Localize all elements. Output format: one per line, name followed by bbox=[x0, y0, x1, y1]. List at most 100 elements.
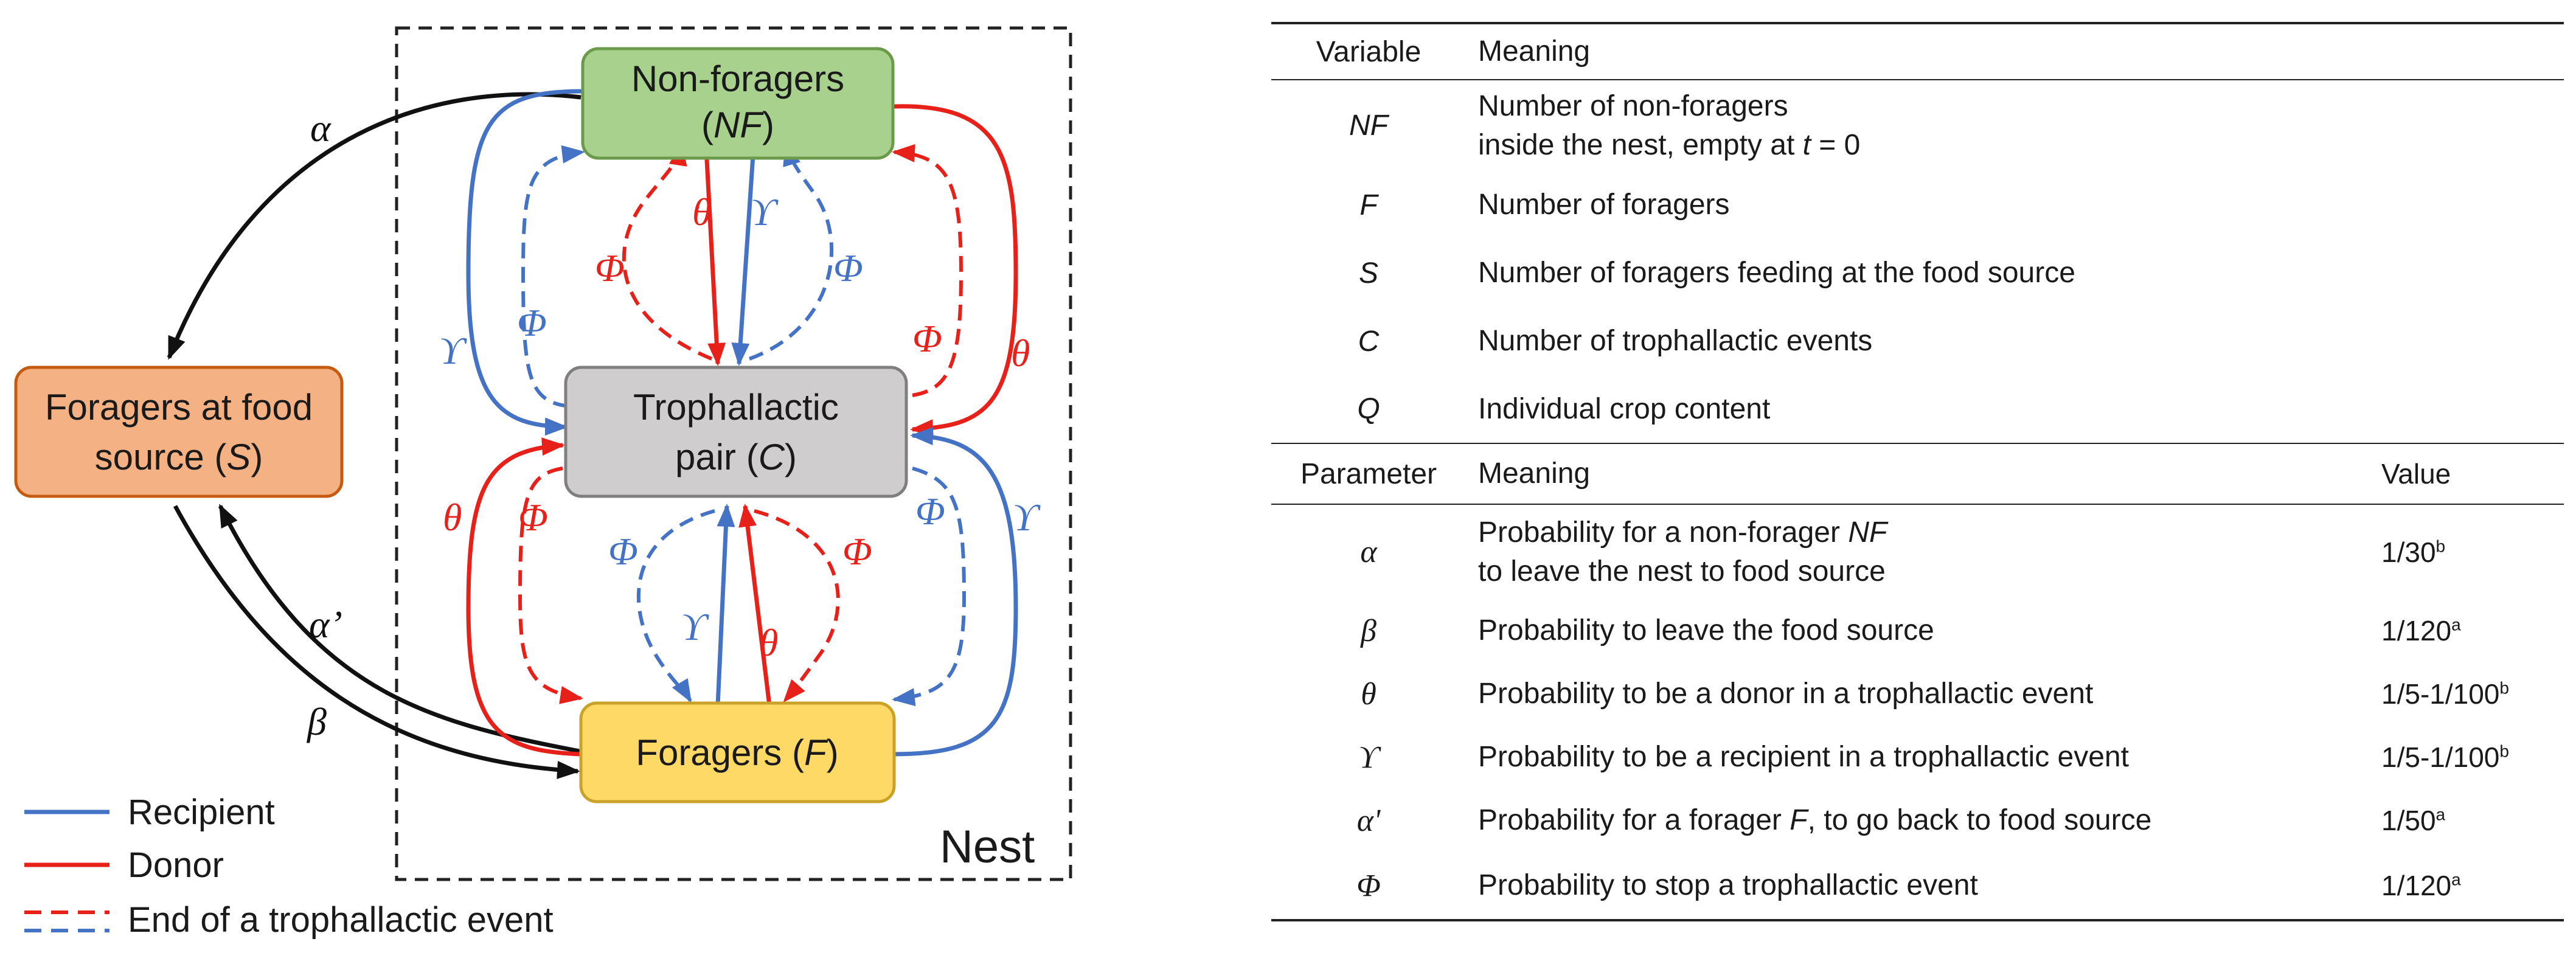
parameter-symbol: ϒ bbox=[1358, 740, 1379, 775]
table-row: α Probability for a non-forager NF to le… bbox=[1271, 504, 2564, 599]
table-row: ϒ Probability to be a recipient in a tro… bbox=[1271, 726, 2564, 789]
legend-label-recipient: Recipient bbox=[128, 792, 275, 832]
table-row: θ Probability to be a donor in a trophal… bbox=[1271, 662, 2564, 726]
variables-table: Variable Meaning NF Number of non-forage… bbox=[1271, 22, 2564, 921]
arrow-beta bbox=[173, 505, 580, 779]
parameters-header-parameter: Parameter bbox=[1300, 457, 1437, 490]
variable-symbol: S bbox=[1358, 257, 1378, 290]
arrow-alpha-prime bbox=[218, 504, 589, 755]
parameter-meaning: Probability to be a recipient in a troph… bbox=[1478, 741, 2129, 773]
legend-label-donor: Donor bbox=[128, 845, 224, 885]
node-trophallactic-pair: Trophallactic pair (C) bbox=[564, 366, 908, 498]
table-row: S Number of foragers feeding at the food… bbox=[1271, 239, 2564, 307]
nest-boundary bbox=[395, 26, 1072, 881]
flow-diagram: Nest Non-foragers (NF) Trophallactic pai… bbox=[14, 26, 1072, 940]
table-row: F Number of foragers bbox=[1271, 171, 2564, 239]
label-upsilon-lower-mid: ϒ bbox=[681, 605, 709, 648]
variable-meaning: Individual crop content bbox=[1478, 392, 1771, 425]
label-phi-upper-mid-blue: Φ bbox=[833, 246, 863, 290]
recipient-line-pair-nf bbox=[731, 136, 757, 366]
parameter-symbol: α' bbox=[1356, 803, 1381, 838]
recipient-arc-f-pair-right bbox=[894, 427, 1018, 757]
parameters-header-row: Parameter Meaning Value bbox=[1271, 443, 2564, 504]
variable-meaning: Number of non-foragers inside the nest, … bbox=[1478, 89, 1861, 161]
label-phi-upper-right: Φ bbox=[912, 317, 942, 360]
node-pair-line2: pair (C) bbox=[675, 437, 797, 477]
variable-symbol: C bbox=[1358, 325, 1380, 358]
parameter-meaning: Probability for a non-forager NF to leav… bbox=[1478, 516, 1887, 588]
parameter-symbol: β bbox=[1361, 613, 1377, 648]
legend-label-end: End of a trophallactic event bbox=[128, 900, 554, 940]
label-phi-upper-left: Φ bbox=[517, 301, 547, 344]
parameter-value: 1/5-1/100b bbox=[2381, 678, 2509, 710]
end-arc-pair-nf-left bbox=[521, 145, 585, 408]
donor-arc-nf-pair-right bbox=[894, 104, 1018, 438]
end-arc-blue-lower bbox=[636, 509, 715, 703]
node-pair-line1: Trophallactic bbox=[633, 387, 839, 428]
parameter-value: 1/5-1/100b bbox=[2381, 741, 2509, 773]
table-row: Φ Probability to stop a trophallactic ev… bbox=[1271, 852, 2564, 920]
parameter-value: 1/120a bbox=[2381, 615, 2461, 647]
donor-line-nf-pair bbox=[703, 136, 726, 366]
variable-symbol: F bbox=[1359, 189, 1378, 221]
legend: Recipient Donor End of a trophallactic e… bbox=[24, 792, 554, 940]
table-row: C Number of trophallactic events bbox=[1271, 307, 2564, 375]
variable-meaning: Number of foragers bbox=[1478, 189, 1730, 221]
label-phi-upper-mid-red: Φ bbox=[595, 246, 625, 290]
parameter-meaning: Probability to leave the food source bbox=[1478, 614, 1934, 647]
table-row: α' Probability for a forager F, to go ba… bbox=[1271, 789, 2564, 852]
end-arc-red-lower bbox=[754, 509, 840, 702]
parameter-symbol: Φ bbox=[1356, 868, 1381, 903]
node-foragers-at-source: Foragers at food source (S) bbox=[14, 366, 344, 498]
parameters-header-meaning: Meaning bbox=[1478, 457, 1591, 490]
end-arc-blue-upper bbox=[748, 142, 834, 361]
variables-header-variable: Variable bbox=[1316, 35, 1422, 68]
table-row: β Probability to leave the food source 1… bbox=[1271, 599, 2564, 662]
label-beta: β bbox=[306, 700, 327, 743]
recipient-line-f-pair bbox=[715, 504, 735, 706]
label-theta-upper-right: θ bbox=[1011, 331, 1030, 375]
label-phi-lower-right: Φ bbox=[915, 490, 945, 533]
node-source-line1: Foragers at food bbox=[45, 387, 313, 428]
recipient-arc-nf-pair-left bbox=[466, 89, 583, 436]
parameter-value: 1/30b bbox=[2381, 536, 2446, 568]
parameter-symbol: α bbox=[1360, 535, 1377, 569]
node-non-foragers-line2: (NF) bbox=[701, 105, 774, 145]
label-upsilon-upper-left: ϒ bbox=[439, 329, 467, 372]
label-theta-lower-left: θ bbox=[443, 496, 462, 539]
variables-header-meaning: Meaning bbox=[1478, 35, 1591, 68]
donor-line-f-pair bbox=[738, 504, 772, 706]
label-alpha-prime: α’ bbox=[309, 603, 342, 646]
table-row: NF Number of non-foragers inside the nes… bbox=[1271, 80, 2564, 171]
end-arc-pair-f-left bbox=[518, 466, 583, 704]
node-foragers: Foragers (F) bbox=[579, 701, 896, 803]
parameters-header-value: Value bbox=[2381, 458, 2451, 490]
label-phi-lower-mid-red: Φ bbox=[842, 530, 872, 573]
node-source-line2: source (S) bbox=[95, 437, 263, 477]
variable-meaning: Number of trophallactic events bbox=[1478, 325, 1873, 357]
label-alpha: α bbox=[310, 106, 332, 150]
definitions-tables: Variable Meaning NF Number of non-forage… bbox=[1271, 22, 2564, 921]
donor-arc-f-pair-left bbox=[466, 437, 582, 757]
end-arc-pair-f-right bbox=[892, 466, 967, 707]
parameter-value: 1/120a bbox=[2381, 870, 2461, 901]
label-theta-lower-mid: θ bbox=[759, 621, 778, 664]
variable-symbol: NF bbox=[1349, 109, 1388, 142]
node-foragers-label: Foragers (F) bbox=[636, 732, 838, 773]
end-arc-red-upper bbox=[622, 142, 713, 361]
arrow-alpha bbox=[167, 92, 582, 360]
variables-header-row: Variable Meaning bbox=[1271, 23, 2564, 80]
variable-meaning: Number of foragers feeding at the food s… bbox=[1478, 257, 2075, 289]
parameter-value: 1/50a bbox=[2381, 805, 2446, 836]
node-non-foragers-line1: Non-foragers bbox=[631, 58, 844, 99]
parameter-meaning: Probability to stop a trophallactic even… bbox=[1478, 869, 1978, 901]
label-phi-lower-mid-blue: Φ bbox=[608, 530, 638, 573]
end-arc-pair-nf-right bbox=[892, 144, 963, 397]
parameter-symbol: θ bbox=[1361, 676, 1377, 712]
label-upsilon-lower-right: ϒ bbox=[1013, 496, 1041, 539]
label-upsilon-upper-mid: ϒ bbox=[751, 190, 779, 234]
label-theta-upper-mid: θ bbox=[692, 190, 711, 234]
label-phi-lower-left: Φ bbox=[518, 496, 548, 539]
table-row: Q Individual crop content bbox=[1271, 375, 2564, 443]
variable-symbol: Q bbox=[1357, 393, 1380, 425]
